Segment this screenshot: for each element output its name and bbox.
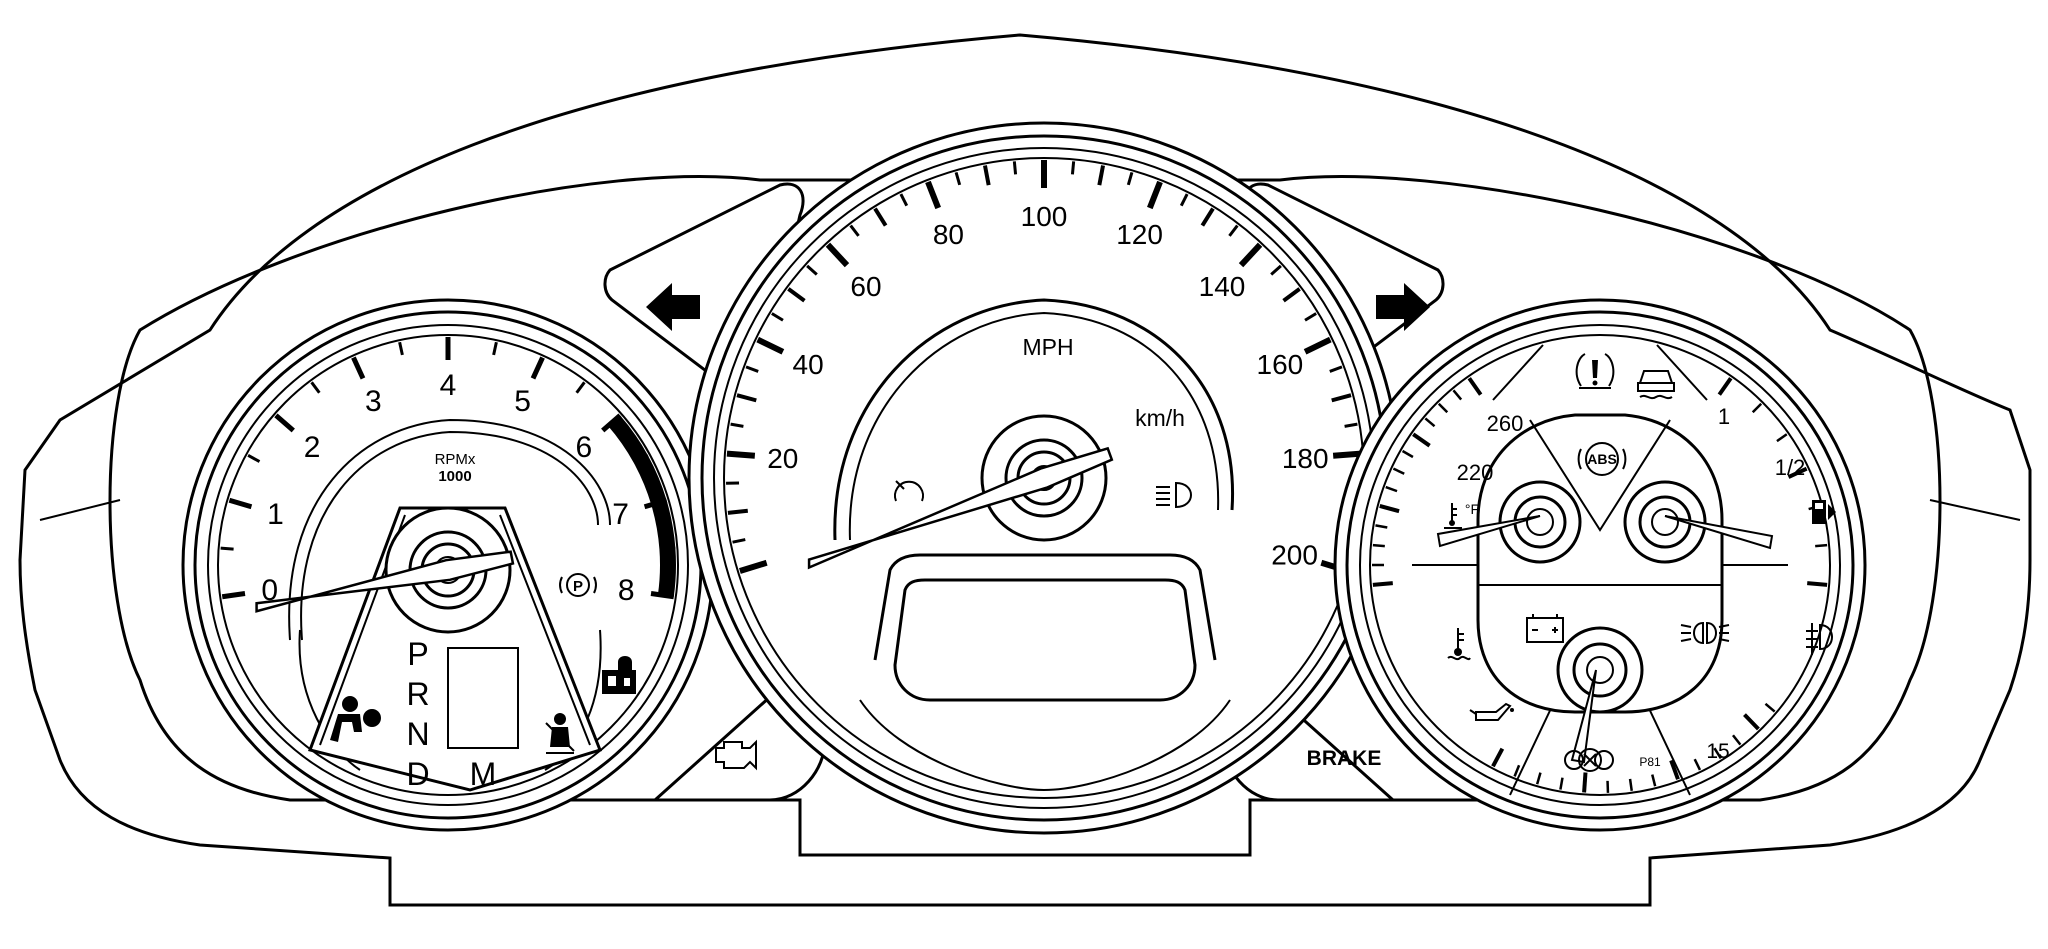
temp-unit: °F: [1465, 501, 1479, 517]
temp-tick: [1373, 583, 1393, 585]
speedometer-label: 60: [850, 271, 881, 302]
aux-label-15: 15: [1706, 740, 1729, 763]
tachometer-tick: [221, 548, 234, 549]
tachometer-tick: [222, 594, 245, 597]
speedometer-tick: [727, 454, 755, 456]
battery-icon: [1527, 614, 1563, 642]
speedometer-tick: [1333, 454, 1361, 456]
speedometer-lcd: [895, 580, 1195, 700]
aux-tick: [1584, 772, 1585, 792]
speedometer-unit-main: MPH: [1022, 334, 1073, 360]
tachometer-unit-line2: 1000: [438, 468, 471, 485]
tachometer-label: 3: [365, 385, 382, 418]
temp-tick: [1373, 545, 1385, 546]
tachometer-label: 5: [514, 385, 531, 418]
speedometer-label: 160: [1257, 349, 1304, 380]
speedometer-label: 180: [1282, 443, 1329, 474]
speedometer-tick: [1014, 161, 1015, 174]
tachometer-label: 6: [576, 431, 593, 464]
aux-tick: [1630, 779, 1632, 791]
code-label: P81: [1639, 755, 1661, 769]
tachometer-tick: [662, 548, 675, 549]
svg-text:P: P: [573, 578, 583, 595]
speedometer-label: 120: [1116, 219, 1163, 250]
gear-display: [448, 648, 518, 748]
tachometer-tick: [651, 594, 674, 597]
speedometer-label: 100: [1021, 201, 1068, 232]
speedometer-label: 140: [1199, 271, 1246, 302]
speedometer-label: 80: [933, 219, 964, 250]
multi-gauge: 260 220 °F 1 1/2 15 P81 ABS: [1335, 300, 1865, 830]
tachometer-unit-line1: RPMx: [435, 451, 476, 468]
speedometer: 20 40 60 80 100 120 140 160 180 200 MPH km/h: [689, 123, 1399, 833]
fuel-tick: [1815, 545, 1827, 546]
fuel-tick: [1807, 583, 1827, 585]
brake-label: BRAKE: [1307, 747, 1382, 770]
fuel-label-half: 1/2: [1775, 455, 1806, 480]
gear-p: P: [407, 636, 428, 672]
svg-text:ABS: ABS: [1587, 451, 1617, 467]
temp-label-220: 220: [1457, 460, 1494, 485]
speedometer-label: 20: [767, 443, 798, 474]
tachometer-label: 2: [304, 431, 321, 464]
arrow-left-icon: [646, 283, 700, 331]
gear-r: R: [406, 676, 429, 712]
speedometer-unit-secondary: km/h: [1135, 405, 1185, 431]
tachometer-label: 8: [618, 574, 635, 607]
engine-icon: [716, 742, 756, 768]
temp-label-260: 260: [1487, 411, 1524, 436]
speedometer-label: 200: [1271, 540, 1318, 571]
gear-n: N: [406, 716, 429, 752]
fuel-label-full: 1: [1718, 404, 1730, 429]
gear-d: D: [406, 756, 429, 792]
speedometer-label: 40: [793, 349, 824, 380]
tachometer-label: 7: [612, 498, 629, 531]
tachometer-label: 4: [440, 369, 457, 402]
speedometer-tick: [1072, 161, 1073, 174]
speedometer-tick: [728, 511, 748, 513]
tachometer-label: 1: [267, 498, 284, 531]
gear-manual-label: M: [470, 756, 497, 792]
